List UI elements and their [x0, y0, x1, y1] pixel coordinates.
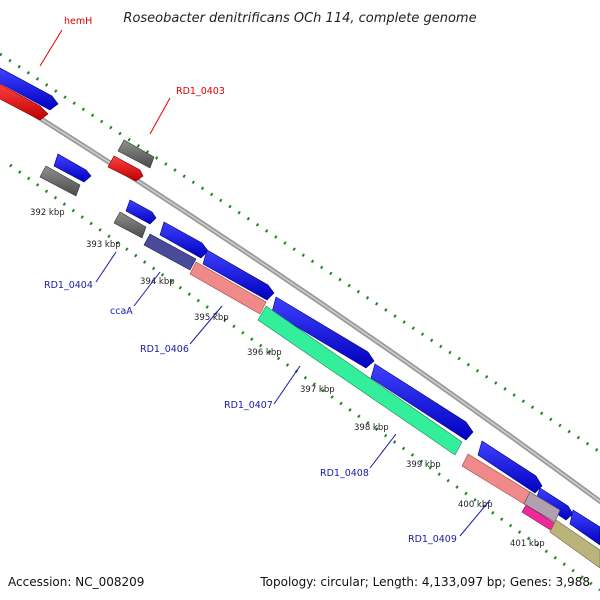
- scale-label: 398 kbp: [354, 423, 389, 433]
- accession-text: Accession: NC_008209: [8, 575, 144, 589]
- feature-forward-short-7[interactable]: [569, 509, 600, 546]
- scale-label: 397 kbp: [300, 385, 335, 395]
- scale-label: 393 kbp: [86, 240, 121, 250]
- feature-forward-long-1[interactable]: [159, 221, 209, 259]
- feature-forward-long-3[interactable]: [271, 296, 375, 369]
- scale-label: 392 kbp: [30, 208, 65, 218]
- genome-summary-text: Topology: circular; Length: 4,133,097 bp…: [259, 575, 590, 589]
- scale-label: 394 kbp: [140, 277, 175, 287]
- gene-label-RD1_0407[interactable]: RD1_0407: [224, 400, 273, 411]
- scale-label: 399 kbp: [406, 460, 441, 470]
- feature-forward-short-5[interactable]: [477, 440, 543, 494]
- inner-tick-line: [9, 163, 600, 592]
- feature-RD1_0403-gray[interactable]: [117, 139, 155, 169]
- feature-olive[interactable]: [549, 519, 600, 569]
- gene-labels: hemH RD1_0403 RD1_0404 ccaA RD1_0406 RD1…: [44, 16, 457, 545]
- feature-hemH-forward[interactable]: [0, 67, 59, 111]
- gene-label-ccaA[interactable]: ccaA: [110, 306, 133, 317]
- gene-label-RD1_0406[interactable]: RD1_0406: [140, 344, 189, 355]
- gene-label-RD1_0404[interactable]: RD1_0404: [44, 280, 93, 291]
- scale-labels: 392 kbp 393 kbp 394 kbp 395 kbp 396 kbp …: [30, 208, 545, 549]
- feature-RD1_0403-red[interactable]: [107, 155, 144, 182]
- feature-blue-small-1[interactable]: [53, 153, 92, 183]
- feature-forward-long-4[interactable]: [370, 363, 474, 441]
- feature-RD1_0407[interactable]: [257, 305, 463, 456]
- gene-label-RD1_0408[interactable]: RD1_0408: [320, 468, 369, 479]
- gene-label-hemH[interactable]: hemH: [64, 16, 92, 27]
- scale-label: 400 kbp: [458, 500, 493, 510]
- genome-backbone: [0, 90, 600, 505]
- feature-gray-small-1[interactable]: [39, 165, 81, 197]
- feature-forward-long-2[interactable]: [202, 249, 275, 301]
- feature-RD1_0406[interactable]: [189, 261, 267, 315]
- feature-hemH-rna[interactable]: [0, 83, 49, 121]
- label-leaders: [39, 29, 491, 537]
- scale-label: 401 kbp: [510, 539, 545, 549]
- gene-label-RD1_0409[interactable]: RD1_0409: [408, 534, 457, 545]
- map-title: Roseobacter denitrificans OCh 114, compl…: [123, 11, 476, 26]
- feature-RD1_0404-gray[interactable]: [113, 211, 147, 239]
- feature-blue-small-2[interactable]: [125, 199, 157, 225]
- feature-ccaA[interactable]: [143, 233, 197, 271]
- gene-label-RD1_0403[interactable]: RD1_0403: [176, 86, 225, 97]
- scale-label: 396 kbp: [247, 348, 282, 358]
